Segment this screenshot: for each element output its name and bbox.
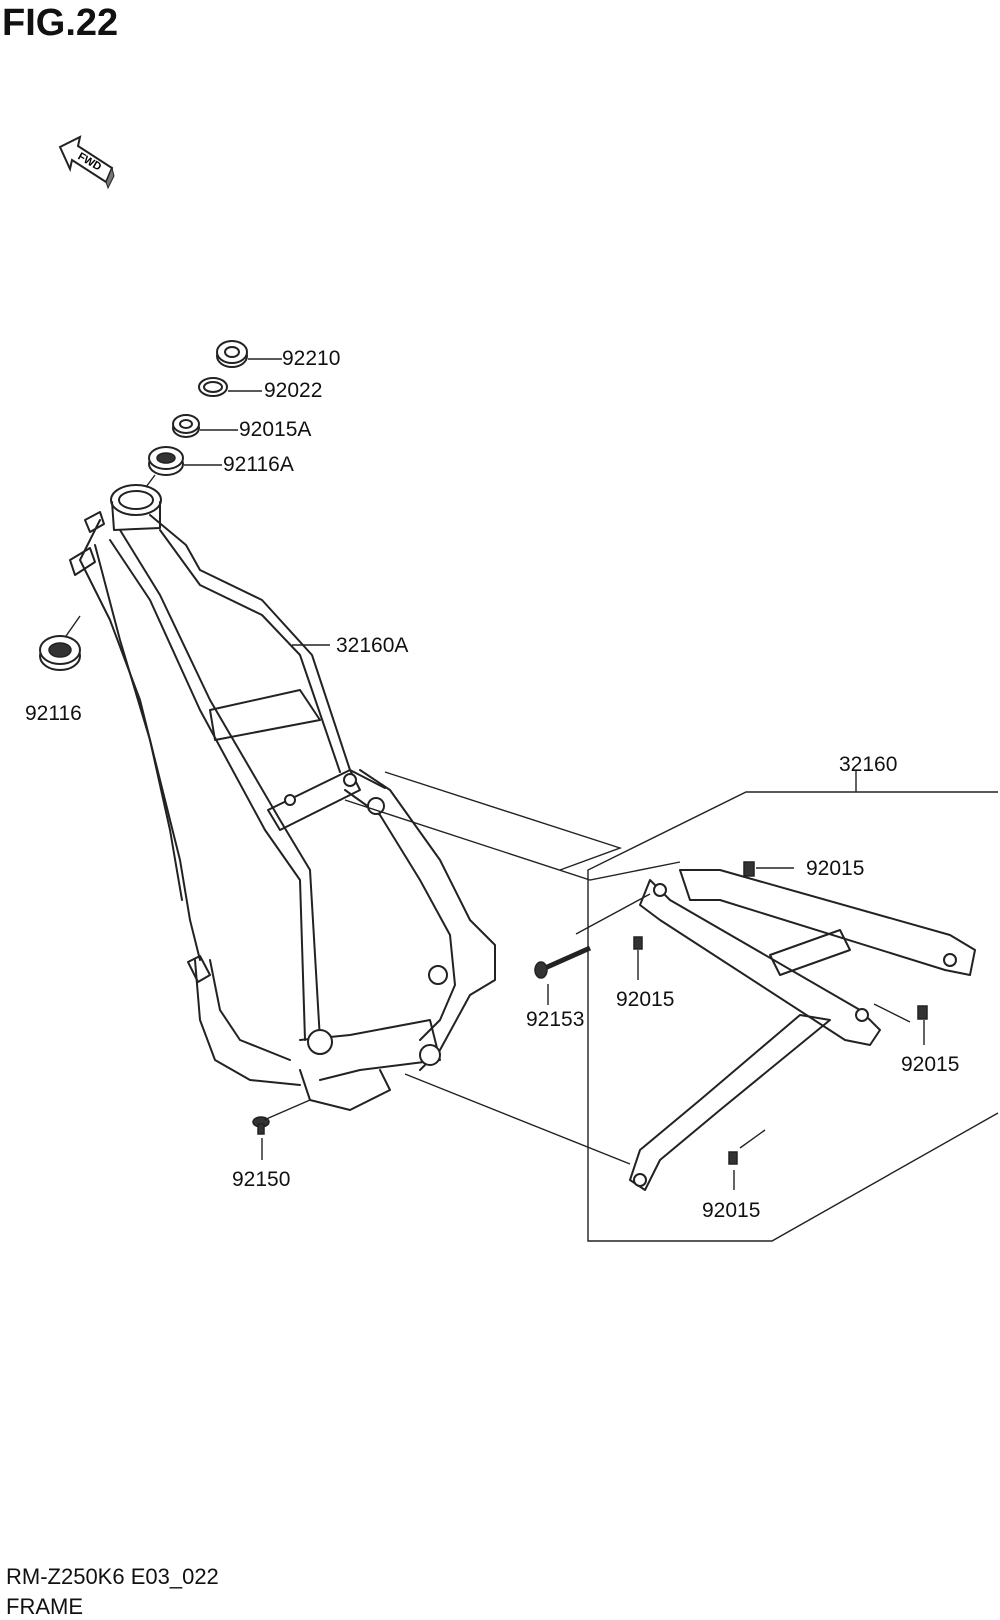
nut-92015A-icon (172, 414, 200, 438)
rear-subframe-32160 (629, 869, 976, 1191)
bearing-92116-icon (39, 635, 81, 671)
callout-92015-mid: 92015 (616, 988, 675, 1011)
main-frame-32160A (69, 484, 496, 1111)
callout-32160A: 32160A (336, 634, 409, 657)
bolt-92015-right-icon (917, 1005, 928, 1020)
callout-32160: 32160 (839, 753, 898, 776)
subframe-boundary-lines (587, 770, 999, 1242)
assembly-leader-lines (344, 771, 681, 1165)
washer-92022-icon (198, 377, 228, 397)
bolt-92015-top-icon (743, 861, 755, 877)
callout-92210: 92210 (282, 347, 341, 370)
bearing-92116A-icon (148, 446, 184, 476)
nut-92210-icon (216, 340, 248, 368)
fwd-arrow-icon: FWD (58, 135, 115, 190)
figure-name: FRAME (6, 1594, 83, 1619)
callout-92022: 92022 (264, 379, 323, 402)
callout-92150: 92150 (232, 1168, 291, 1191)
callout-92015-right: 92015 (901, 1053, 960, 1076)
callout-92116: 92116 (25, 702, 82, 725)
bolt-92153-icon (534, 945, 592, 979)
callout-92015A: 92015A (239, 418, 312, 441)
callout-92153: 92153 (526, 1008, 585, 1031)
callout-92116A: 92116A (223, 453, 294, 476)
figure-title: FIG.22 (2, 2, 119, 44)
callout-92015-bottom: 92015 (702, 1199, 761, 1222)
bolt-92015-bottom-icon (728, 1151, 738, 1165)
figure-code: RM-Z250K6 E03_022 (6, 1564, 219, 1589)
callout-92015-top: 92015 (806, 857, 865, 880)
bolt-92015-mid-icon (633, 936, 643, 950)
